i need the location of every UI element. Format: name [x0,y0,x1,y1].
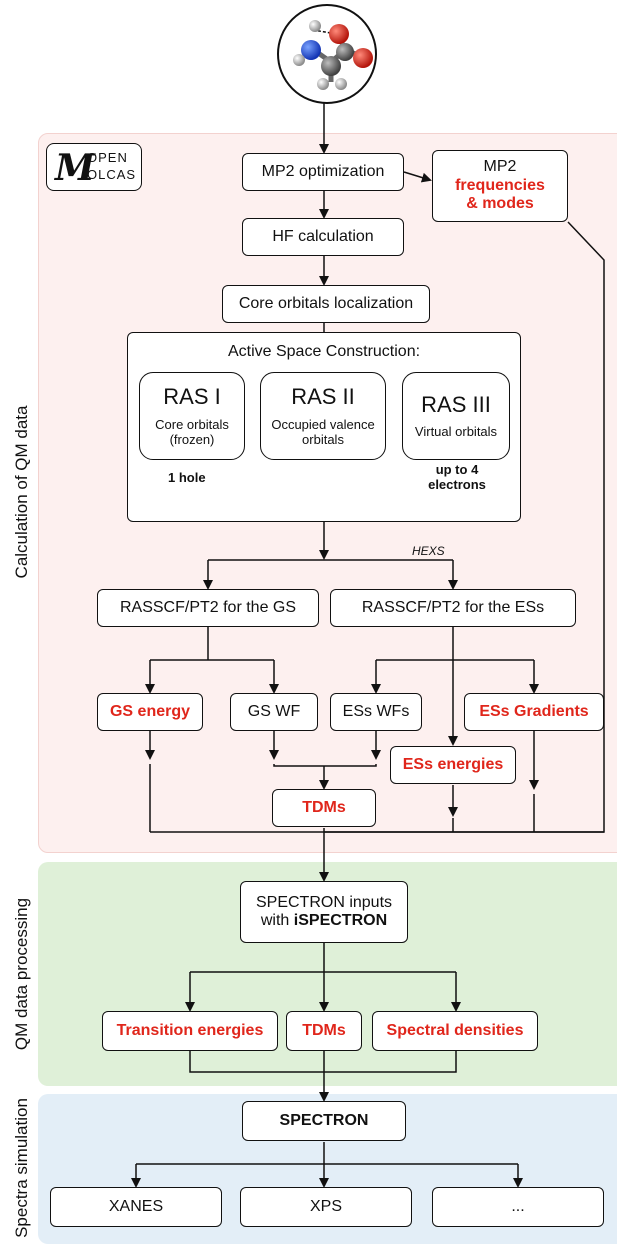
ras1-description: Core orbitals (frozen) [155,416,229,447]
logo-open: OPEN [87,150,128,165]
xps-label: XPS [309,1197,342,1215]
hf-calculation-step: HF calculation [242,218,404,256]
spectron-label: SPECTRON [279,1111,369,1129]
glycine-molecule-image [277,4,377,104]
more-outputs: ... [432,1187,604,1227]
ras3-box: RAS III Virtual orbitals [402,372,510,460]
hf-calculation-label: HF calculation [272,227,374,245]
ras2-title: RAS II [291,384,355,410]
es-gradients-label: ESs Gradients [479,702,589,720]
ras1-title: RAS I [163,384,221,410]
es-wfs-output: ESs WFs [330,693,422,731]
more-outputs-label: ... [511,1197,525,1215]
gs-wf-label: GS WF [247,702,301,720]
openmolcas-logo: M OPEN OLCAS [46,143,142,191]
ras3-description: Virtual orbitals [414,424,498,440]
rasscf-gs-step: RASSCF/PT2 for the GS [97,589,319,627]
core-orbitals-localization-label: Core orbitals localization [238,294,414,312]
tdms-processing-output: TDMs [286,1011,362,1051]
spectral-densities-label: Spectral densities [386,1021,524,1039]
tdms-qm-label: TDMs [302,798,346,816]
rasscf-es-label: RASSCF/PT2 for the ESs [361,598,545,616]
ras1-box: RAS I Core orbitals (frozen) [139,372,245,460]
ras2-description: Occupied valence orbitals [271,416,375,447]
active-space-title: Active Space Construction: [227,343,421,360]
gs-energy-output: GS energy [97,693,203,731]
logo-m: M [55,147,95,189]
xanes-label: XANES [108,1197,164,1215]
mp2-frequencies-step: MP2 frequencies & modes [432,150,568,222]
logo-olcas: OLCAS [87,167,137,182]
core-orbitals-localization-step: Core orbitals localization [222,285,430,323]
rasscf-es-step: RASSCF/PT2 for the ESs [330,589,576,627]
es-energies-label: ESs energies [402,755,504,773]
spectron-inputs-step: SPECTRON inputs with iSPECTRON [240,881,408,943]
rasscf-gs-label: RASSCF/PT2 for the GS [119,598,297,616]
ispectron-label: iSPECTRON [293,912,388,929]
ras2-box: RAS II Occupied valence orbitals [260,372,386,460]
tdms-qm-output: TDMs [272,789,376,827]
spectron-inputs-with: with [260,912,290,929]
es-gradients-output: ESs Gradients [464,693,604,731]
spectral-densities-output: Spectral densities [372,1011,538,1051]
mp2-frequencies-title: MP2 [483,158,517,176]
molecule-icon [293,20,373,90]
ras3-title: RAS III [421,391,491,417]
spectron-inputs-label: SPECTRON inputs [255,893,393,911]
es-wfs-label: ESs WFs [342,702,410,720]
spectron-step: SPECTRON [242,1101,406,1141]
tdms-processing-label: TDMs [302,1021,346,1039]
transition-energies-label: Transition energies [116,1021,264,1039]
mp2-frequencies-label: frequencies & modes [455,176,545,213]
ras3-note: up to 4 electrons [428,462,486,492]
transition-energies-output: Transition energies [102,1011,278,1051]
xanes-output: XANES [50,1187,222,1227]
mp2-optimization-label: MP2 optimization [261,162,385,180]
gs-wf-output: GS WF [230,693,318,731]
hexs-label: HEXS [412,544,445,558]
xps-output: XPS [240,1187,412,1227]
mp2-optimization-step: MP2 optimization [242,153,404,191]
gs-energy-label: GS energy [109,702,191,720]
es-energies-output: ESs energies [390,746,516,784]
ras1-note: 1 hole [168,470,206,485]
